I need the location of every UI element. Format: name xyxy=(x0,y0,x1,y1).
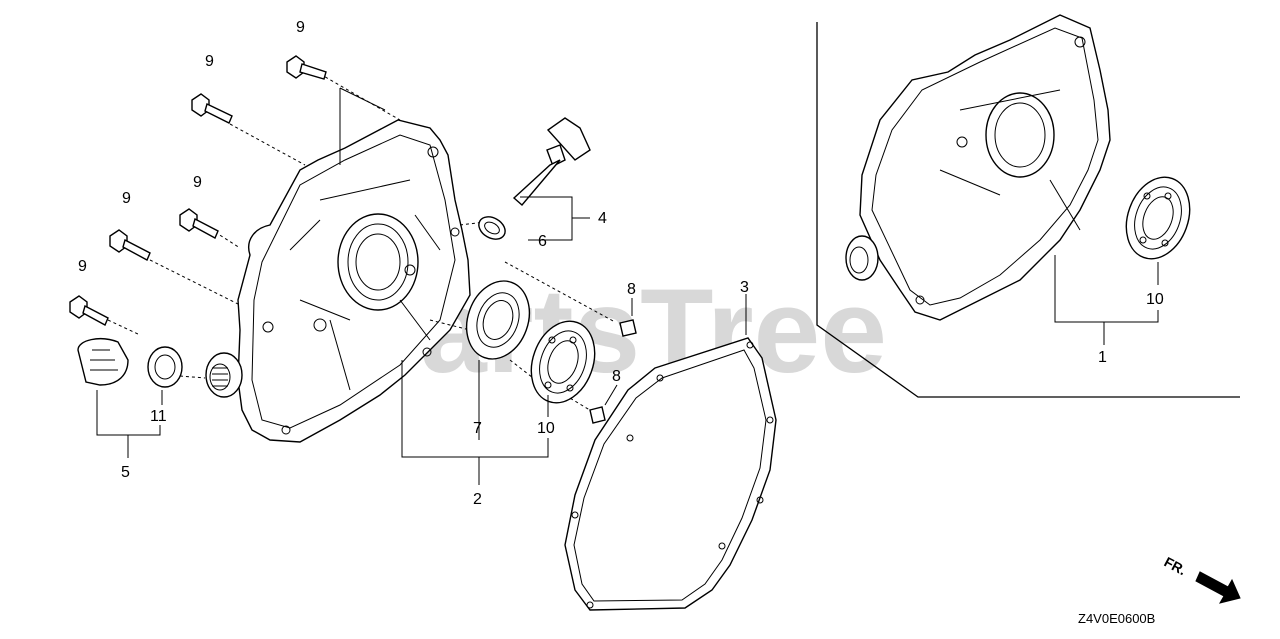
diagram-code: Z4V0E0600B xyxy=(1078,611,1155,626)
callout-1: 1 xyxy=(1098,349,1107,366)
dowel-pin-icon[interactable] xyxy=(589,406,606,424)
callout-10: 10 xyxy=(537,420,555,437)
callout-8: 8 xyxy=(627,281,636,298)
bolt-icon[interactable] xyxy=(69,295,109,326)
callout-2: 2 xyxy=(473,491,482,508)
bolt-icon[interactable] xyxy=(191,93,233,124)
bolt-icon[interactable] xyxy=(179,208,219,239)
callout-9: 9 xyxy=(193,174,202,191)
callout-4: 4 xyxy=(598,210,607,227)
bolt-icon[interactable] xyxy=(286,55,327,80)
callout-11: 11 xyxy=(150,408,167,425)
callout-6: 6 xyxy=(538,233,547,250)
bearing-icon[interactable] xyxy=(520,312,605,411)
dowel-pin-icon[interactable] xyxy=(619,319,637,337)
direction-arrow-icon: FR. xyxy=(1162,554,1241,604)
callout-9: 9 xyxy=(296,19,305,36)
callout-9: 9 xyxy=(122,190,131,207)
bolt-icon[interactable] xyxy=(109,229,151,261)
callout-10: 10 xyxy=(1146,291,1164,308)
callout-9: 9 xyxy=(205,53,214,70)
callout-9: 9 xyxy=(78,258,87,275)
oil-filler-neck xyxy=(205,352,243,398)
gasket-icon[interactable] xyxy=(564,337,777,611)
callout-3: 3 xyxy=(740,279,749,296)
dipstick-icon[interactable] xyxy=(512,117,591,206)
callout-5: 5 xyxy=(121,464,130,481)
oil-seal-icon[interactable] xyxy=(456,272,540,368)
callout-7: 7 xyxy=(473,420,482,437)
bearing-icon[interactable] xyxy=(1115,168,1200,267)
leader-lines-main xyxy=(107,73,616,413)
oil-seal-icon[interactable] xyxy=(147,346,183,388)
oil-filler-cap[interactable] xyxy=(77,338,129,386)
direction-label: FR. xyxy=(1162,554,1189,579)
bracket-lines xyxy=(96,196,1159,485)
oil-seal-icon[interactable] xyxy=(475,212,509,243)
callout-8: 8 xyxy=(612,368,621,385)
crankcase-cover[interactable] xyxy=(205,119,471,443)
inset-frame xyxy=(816,22,1240,398)
crankcase-cover-assembly[interactable] xyxy=(845,14,1111,321)
